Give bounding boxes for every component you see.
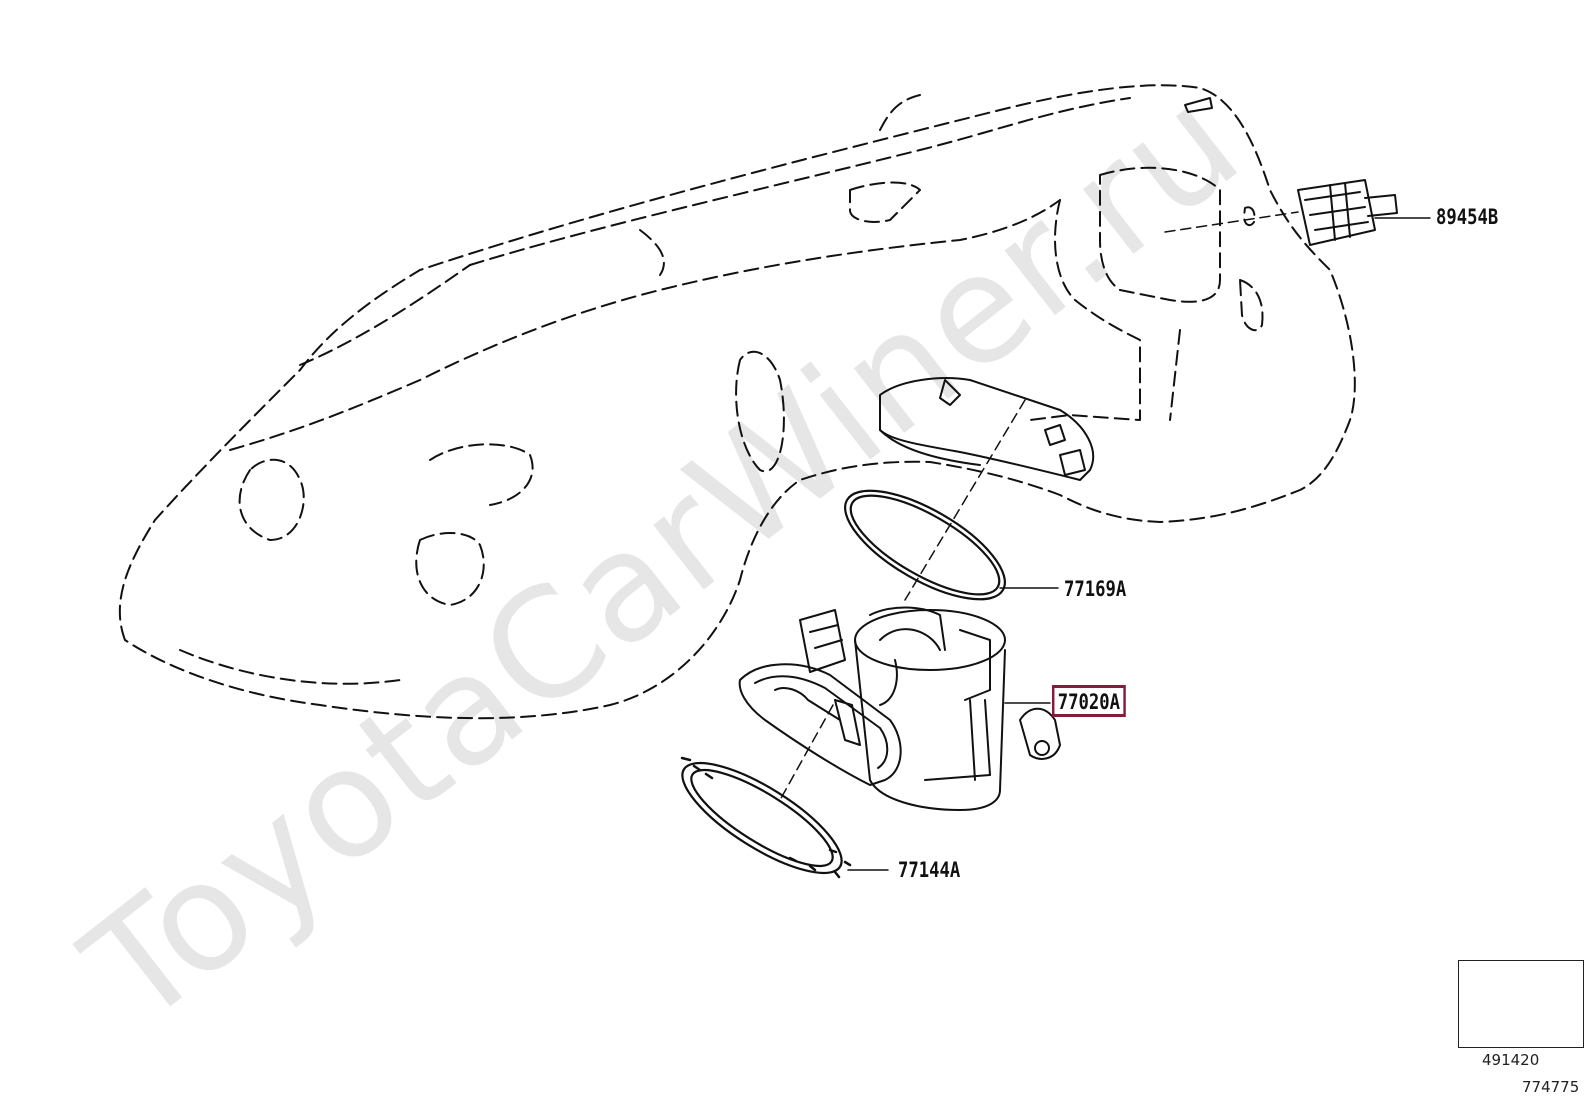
- view-code: 491420: [1482, 1051, 1540, 1069]
- fuel-tank: [118, 84, 1356, 720]
- part-label-77169a[interactable]: 77169A: [1064, 577, 1127, 601]
- part-label-89454b[interactable]: 89454B: [1436, 205, 1499, 229]
- gasket-ring: [844, 489, 1006, 601]
- drawing-code: 774775: [1522, 1078, 1580, 1096]
- view-direction-box: [1458, 960, 1584, 1048]
- tank-pump-opening: [879, 97, 1213, 481]
- retainer-ring: [680, 756, 852, 879]
- fuel-pump-assembly: [738, 606, 1061, 811]
- sensor-connector: [1297, 179, 1398, 246]
- assembly-center-lines: [779, 211, 1299, 801]
- part-label-77020a[interactable]: 77020A: [1052, 685, 1126, 717]
- leader-lines: [847, 217, 1431, 871]
- part-label-77144a[interactable]: 77144A: [898, 858, 961, 882]
